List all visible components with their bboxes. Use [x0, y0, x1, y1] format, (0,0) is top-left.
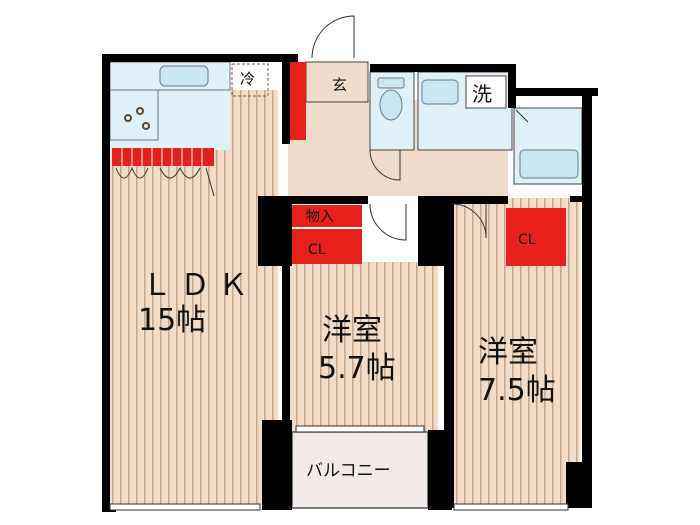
bathtub: [519, 149, 579, 179]
toilet-bowl: [379, 89, 403, 121]
western-room-a-floor: [288, 262, 438, 437]
washroom-label: 洗: [472, 82, 492, 106]
stove-burner: [124, 114, 132, 122]
storage-label: 物入: [306, 209, 334, 225]
storage-closet: [290, 205, 362, 227]
room-a-door: [369, 203, 407, 241]
ldk-label: ＬＤＫ: [142, 268, 256, 303]
western-room-a-label: 洋室: [322, 313, 382, 348]
ldk-size-label: 15帖: [138, 303, 206, 338]
western-room-b-label: 洋室: [478, 335, 538, 370]
kitchen-folding-door: [205, 167, 215, 197]
walls: [102, 54, 598, 512]
window-frame: [109, 503, 261, 511]
closet-a: [290, 229, 362, 264]
entrance-label: 玄: [332, 76, 347, 94]
window-frame: [453, 503, 569, 511]
kitchen-sink: [159, 65, 209, 87]
fridge-label: 冷: [240, 70, 255, 88]
ldk-folding-door: [115, 166, 149, 179]
closet-b-label: CL: [518, 232, 536, 248]
ldk-folding-door: [159, 166, 201, 179]
toilet-tank: [377, 77, 405, 89]
window-frame: [295, 425, 425, 433]
entrance-door: [311, 15, 355, 59]
closet-b: [506, 208, 566, 266]
shoe-cabinet: [290, 62, 306, 140]
closet-a-label: CL: [308, 242, 326, 258]
toilet-door: [369, 149, 401, 181]
kitchen-upper-storage: [112, 148, 214, 166]
western-room-a-size: 5.7帖: [318, 351, 396, 386]
washer-box: [465, 75, 507, 109]
room-b-door: [451, 203, 487, 239]
fridge-space: [231, 63, 269, 97]
stove-burner: [136, 107, 144, 115]
western-room-b-size: 7.5帖: [478, 373, 556, 408]
balcony-label: バルコニー: [306, 461, 391, 481]
stove-burner: [142, 122, 150, 130]
bathroom-door: [515, 109, 529, 123]
wash-basin: [421, 79, 459, 105]
kitchen-return-counter: [109, 89, 159, 141]
